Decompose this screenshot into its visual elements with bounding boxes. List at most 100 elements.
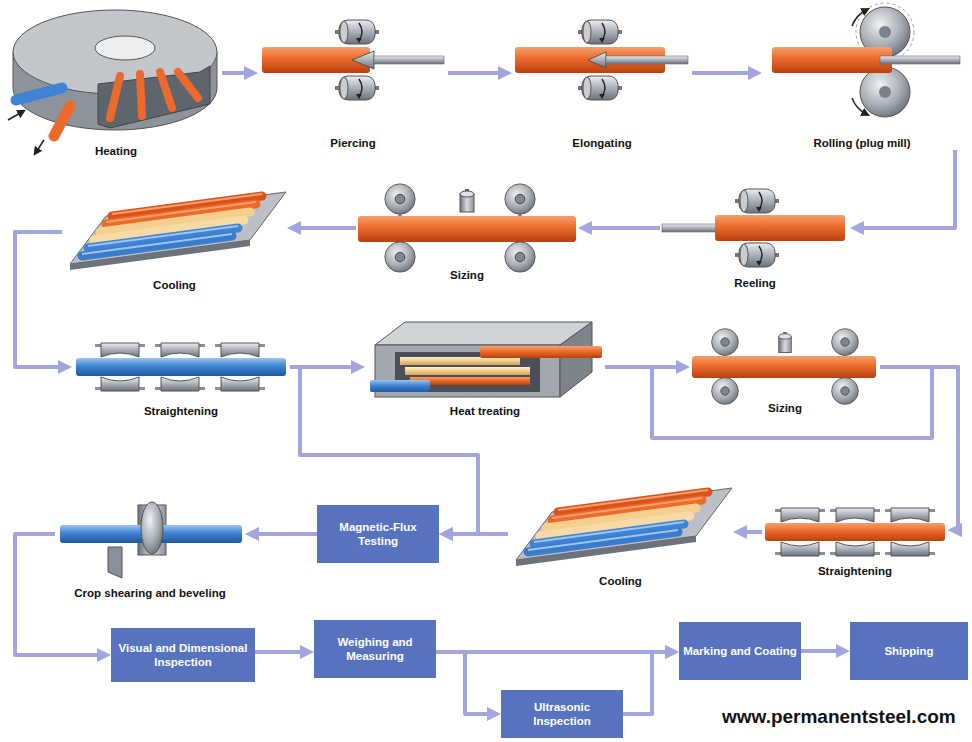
reeling-mill	[662, 189, 845, 267]
plug-mill-part	[879, 26, 891, 38]
step-label: Cooling	[599, 574, 642, 588]
process-step: Reeling	[660, 182, 850, 290]
step-label: Piercing	[330, 136, 375, 150]
straightening-machine-part	[885, 542, 935, 556]
flow-arrow	[255, 650, 306, 654]
cooling-bed	[516, 488, 732, 566]
rotary-hearth-furnace-part	[178, 72, 198, 98]
straightening-machine-part	[95, 377, 145, 391]
cooling-bed	[70, 192, 286, 270]
rotary-hearth-furnace-part	[140, 74, 142, 116]
process-step: Sizing	[356, 182, 578, 282]
piercing-mill-part	[352, 51, 374, 69]
flow-arrow	[623, 652, 671, 714]
flow-arrow	[741, 530, 762, 534]
sizing-mill	[692, 329, 876, 405]
rotary-hearth-furnace-part	[36, 140, 44, 152]
flow-arrow	[253, 532, 317, 536]
process-step: Straightening	[72, 338, 290, 418]
flow-arrow	[448, 71, 504, 75]
process-box: Visual and Dimensional Inspection	[111, 628, 255, 682]
elongating-mill-part	[606, 56, 688, 64]
rotary-hearth-furnace-part	[54, 106, 70, 136]
heat-treating-furnace-part	[480, 346, 602, 358]
sizing-mill-part	[712, 378, 739, 405]
rotary-hearth-furnace-part	[16, 88, 62, 100]
piercing-mill	[262, 20, 444, 100]
straightening-machine-part	[76, 358, 286, 376]
step-label: Shipping	[884, 644, 933, 658]
sizing-mill-part	[460, 189, 474, 212]
step-label: Heating	[95, 144, 137, 158]
straightening-machine	[765, 508, 945, 556]
flow-arrow	[605, 367, 958, 530]
sizing-mill-part	[385, 184, 415, 214]
rotary-hearth-furnace-part	[8, 112, 22, 120]
straightening-machine-part	[830, 542, 880, 556]
sizing-mill-part	[505, 184, 535, 214]
process-step: Heat treating	[365, 318, 605, 418]
step-label: Straightening	[144, 404, 218, 418]
sizing-mill-part	[385, 242, 415, 272]
process-step: Straightening	[762, 500, 948, 578]
step-label: Sizing	[768, 401, 802, 415]
process-step: Crop shearing and beveling	[55, 500, 245, 600]
step-label: Reeling	[734, 276, 776, 290]
heat-treating-furnace-part	[405, 367, 530, 375]
rotary-hearth-furnace-part	[110, 76, 120, 118]
elongating-mill-part	[588, 52, 606, 68]
reeling-mill-part	[735, 189, 779, 213]
heat-treating-furnace-part	[400, 357, 520, 365]
sizing-mill-part	[832, 329, 859, 356]
flow-arrow	[436, 650, 671, 654]
flow-arrow	[858, 150, 955, 228]
step-label: Straightening	[818, 564, 892, 578]
straightening-machine-part	[215, 343, 265, 357]
plug-mill	[772, 3, 960, 117]
heat-treating-furnace-part	[375, 322, 592, 345]
heat-treating-furnace-part	[560, 322, 592, 397]
piercing-mill-part	[335, 20, 379, 44]
straightening-machine-part	[155, 377, 205, 391]
reeling-mill-part	[715, 215, 845, 241]
rotary-hearth-furnace	[8, 10, 217, 152]
piercing-mill-part	[335, 76, 379, 100]
flow-arrow	[295, 226, 356, 230]
crop-shear	[60, 502, 242, 578]
plug-mill-part	[860, 67, 910, 117]
crop-shear-part	[141, 502, 163, 554]
heat-treating-furnace	[370, 322, 602, 397]
elongating-mill-part	[578, 20, 622, 44]
process-step: Heating	[10, 0, 222, 158]
plug-mill-part	[852, 10, 866, 26]
flow-arrow	[801, 649, 842, 653]
process-box: Marking and Coating	[679, 622, 801, 680]
rotary-hearth-furnace-part	[160, 72, 172, 108]
flow-arrow	[586, 226, 660, 230]
heat-treating-furnace-part	[370, 380, 430, 392]
step-label: Ultrasonic Inspection	[505, 700, 619, 728]
process-box: Ultrasonic Inspection	[501, 690, 623, 738]
straightening-machine-part	[775, 542, 825, 556]
step-label: Rolling (plug mill)	[813, 136, 910, 150]
plug-mill-part	[852, 98, 866, 114]
process-step: Cooling	[508, 478, 733, 588]
flow-arrow	[880, 367, 958, 530]
elongating-mill-part	[578, 76, 622, 100]
process-box: Magnetic-Flux Testing	[317, 505, 439, 563]
sizing-mill-part	[712, 329, 739, 356]
straightening-machine-part	[775, 508, 825, 522]
step-label: Heat treating	[450, 404, 520, 418]
step-label: Sizing	[450, 268, 484, 282]
flow-arrow	[692, 71, 754, 75]
flow-arrow	[447, 532, 508, 536]
rotary-hearth-furnace-part	[95, 36, 155, 60]
straightening-machine-part	[765, 523, 945, 541]
sizing-mill-part	[505, 242, 535, 272]
flow-arrow	[222, 71, 250, 75]
process-step: Rolling (plug mill)	[762, 0, 962, 150]
straightening-machine-part	[155, 343, 205, 357]
step-label: Weighing and Measuring	[318, 635, 432, 663]
